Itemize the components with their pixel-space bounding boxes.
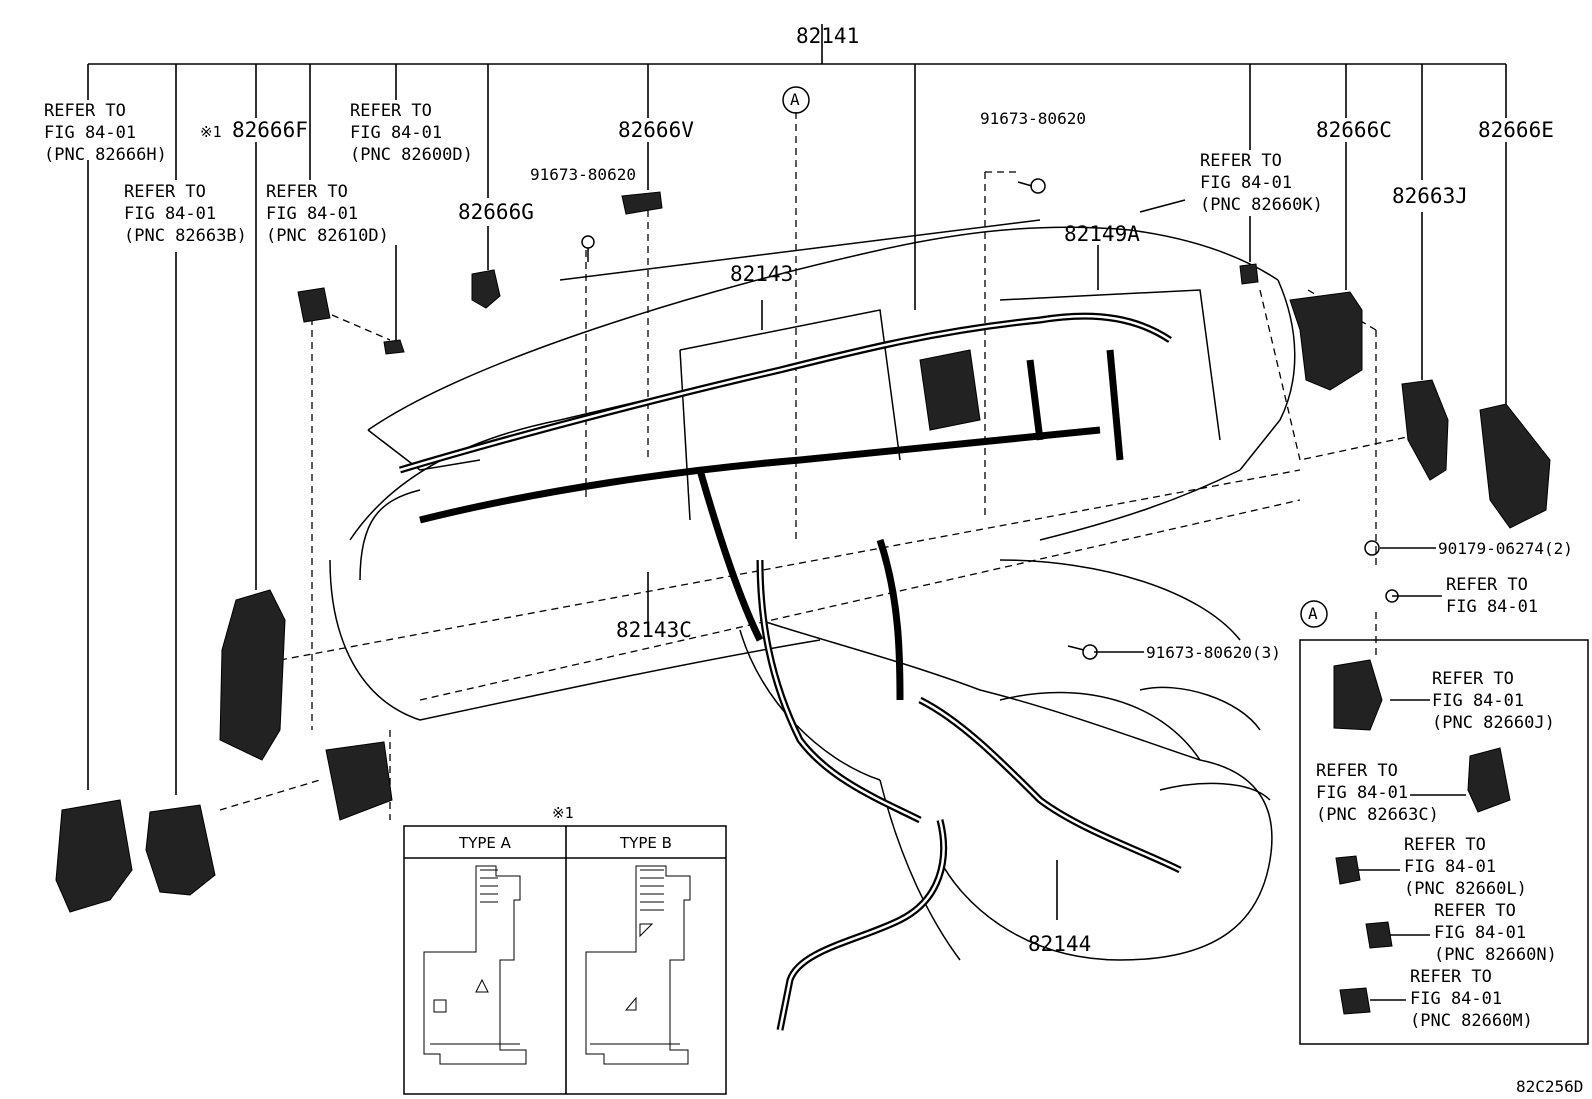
ref-82600d: REFER TO FIG 84-01 (PNC 82600D) bbox=[350, 101, 473, 165]
type-a-fuse-block bbox=[423, 865, 527, 1065]
part-number-82666c: 82666C bbox=[1316, 118, 1392, 142]
part-number-82143c: 82143C bbox=[616, 618, 692, 642]
part-82666h-shape bbox=[55, 799, 133, 913]
ref-82660m: REFER TO FIG 84-01 (PNC 82660M) bbox=[1410, 967, 1533, 1031]
type-a-title: TYPE A bbox=[459, 834, 511, 852]
ref-82663c: REFER TO FIG 84-01 (PNC 82663C) bbox=[1316, 761, 1439, 825]
figure-code: 82C256D bbox=[1516, 1077, 1584, 1096]
part-number-82666f: 82666F bbox=[232, 118, 308, 142]
ref-82663b: REFER TO FIG 84-01 (PNC 82663B) bbox=[124, 182, 247, 246]
part-82666v-shape bbox=[621, 191, 663, 215]
ref-82610d: REFER TO FIG 84-01 (PNC 82610D) bbox=[266, 182, 389, 246]
part-number-82149a: 82149A bbox=[1064, 222, 1140, 246]
part-82660j-shape bbox=[1333, 659, 1383, 731]
part-82666g-shape bbox=[471, 269, 501, 309]
part-number-82666g: 82666G bbox=[458, 200, 534, 224]
inset-marker-circle bbox=[1300, 600, 1328, 628]
marker-a-circle bbox=[782, 86, 810, 114]
bolt-icon bbox=[1385, 589, 1399, 603]
junction-block-shape bbox=[325, 741, 393, 821]
note1-inset: ※1 bbox=[552, 804, 574, 822]
note1-prefix: ※1 bbox=[200, 123, 222, 141]
part-82660k-shape bbox=[1239, 263, 1259, 285]
part-82666e-shape bbox=[1479, 403, 1551, 529]
inset-a-box bbox=[1299, 639, 1589, 1045]
ref-82660l: REFER TO FIG 84-01 (PNC 82660L) bbox=[1404, 835, 1527, 899]
clip-90179-06274: 90179-06274(2) bbox=[1438, 539, 1573, 558]
ref-fig-84-01: REFER TO FIG 84-01 bbox=[1446, 575, 1539, 617]
part-82600d-shape bbox=[383, 339, 405, 355]
center-connector-shape bbox=[919, 349, 981, 431]
bolt-icon bbox=[1082, 644, 1098, 660]
type-b-title: TYPE B bbox=[620, 834, 672, 852]
inset-type-box bbox=[403, 825, 727, 1095]
part-82663j-shape bbox=[1401, 379, 1449, 481]
bolt-91673-80620-3: 91673-80620(3) bbox=[1146, 643, 1281, 662]
bolt-icon bbox=[581, 235, 595, 249]
part-number-82666v: 82666V bbox=[618, 118, 694, 142]
marker-a-label: A bbox=[790, 90, 800, 109]
bolt-91673-80620-a: 91673-80620 bbox=[530, 165, 636, 184]
part-82610d-shape bbox=[297, 287, 331, 323]
ref-82666h: REFER TO FIG 84-01 (PNC 82666H) bbox=[44, 101, 167, 165]
ref-82660j: REFER TO FIG 84-01 (PNC 82660J) bbox=[1432, 669, 1555, 733]
type-b-fuse-block bbox=[585, 865, 691, 1065]
clip-icon bbox=[1364, 540, 1380, 556]
part-number-82143: 82143 bbox=[730, 262, 794, 286]
bolt-91673-80620-b: 91673-80620 bbox=[980, 109, 1086, 128]
inset-marker-label: A bbox=[1308, 604, 1318, 623]
part-82660m-shape bbox=[1339, 987, 1371, 1015]
ref-82660n: REFER TO FIG 84-01 (PNC 82660N) bbox=[1434, 901, 1557, 965]
part-82663b-shape bbox=[145, 804, 216, 896]
part-number-82141: 82141 bbox=[796, 24, 860, 48]
part-82666c-shape bbox=[1289, 291, 1363, 391]
part-82666f-shape bbox=[219, 589, 286, 761]
ref-82660k: REFER TO FIG 84-01 (PNC 82660K) bbox=[1200, 151, 1323, 215]
part-82660l-shape bbox=[1335, 855, 1361, 885]
part-number-82144: 82144 bbox=[1028, 932, 1092, 956]
part-number-82666e: 82666E bbox=[1478, 118, 1554, 142]
part-82660n-shape bbox=[1365, 921, 1393, 949]
part-82663c-shape bbox=[1467, 747, 1511, 813]
part-number-82663j: 82663J bbox=[1392, 184, 1468, 208]
bolt-icon bbox=[1030, 178, 1046, 194]
